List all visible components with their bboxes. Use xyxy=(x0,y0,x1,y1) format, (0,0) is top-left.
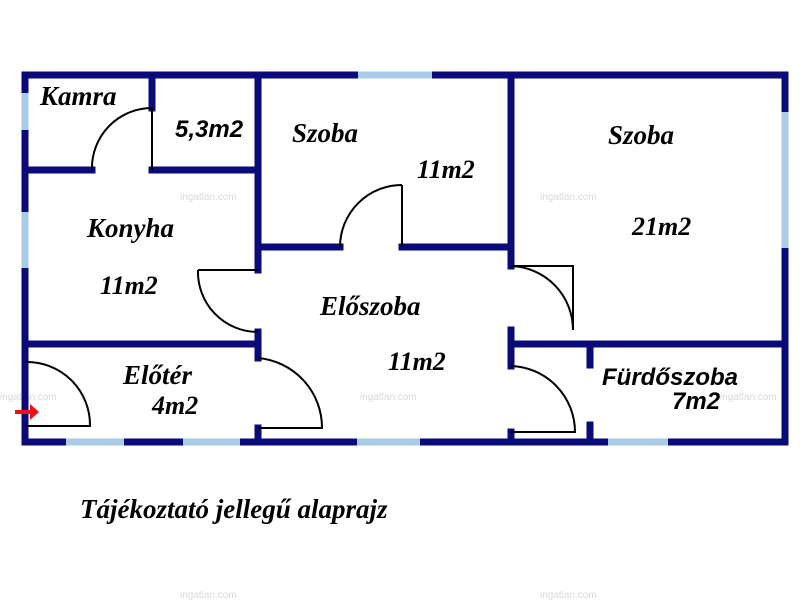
room-name-kamra: Kamra xyxy=(39,81,117,111)
room-name-konyha: Konyha xyxy=(86,213,174,243)
door-fürdő xyxy=(510,365,577,433)
plan-caption: Tájékoztató jellegű alaprajz xyxy=(80,494,388,524)
room-name-furdoszoba: Fürdőszoba xyxy=(602,364,738,391)
room-area-szoba-small: 11m2 xyxy=(417,155,475,184)
watermark: ingatlan.com xyxy=(360,392,417,403)
room-name-szoba-small: Szoba xyxy=(292,118,358,148)
door-szoba-large xyxy=(510,265,574,331)
room-area-kamra: 5,3m2 xyxy=(175,116,244,143)
entrance-arrow-icon xyxy=(15,404,39,420)
room-area-eloter: 4m2 xyxy=(151,391,198,420)
room-area-eloszoba: 11m2 xyxy=(388,347,446,376)
room-area-furdoszoba: 7m2 xyxy=(672,388,721,415)
watermarks: ingatlan.com ingatlan.com ingatlan.com i… xyxy=(0,192,777,600)
door-konyha xyxy=(196,269,259,333)
room-name-eloszoba: Előszoba xyxy=(319,291,421,321)
room-name-eloter: Előtér xyxy=(122,360,192,390)
watermark: ingatlan.com xyxy=(540,590,597,600)
room-name-szoba-large: Szoba xyxy=(608,120,674,150)
doors xyxy=(24,107,577,433)
door-kamra xyxy=(90,107,153,171)
watermark: ingatlan.com xyxy=(180,192,237,203)
room-area-konyha: 11m2 xyxy=(100,271,158,300)
door-entrance xyxy=(24,360,92,427)
watermark: ingatlan.com xyxy=(540,192,597,203)
windows xyxy=(21,71,789,446)
watermark: ingatlan.com xyxy=(720,392,777,403)
door-szoba-small xyxy=(339,184,403,248)
door-eloter-eloszoba xyxy=(257,357,324,429)
room-area-szoba-large: 21m2 xyxy=(631,212,691,241)
watermark: ingatlan.com xyxy=(180,590,237,600)
